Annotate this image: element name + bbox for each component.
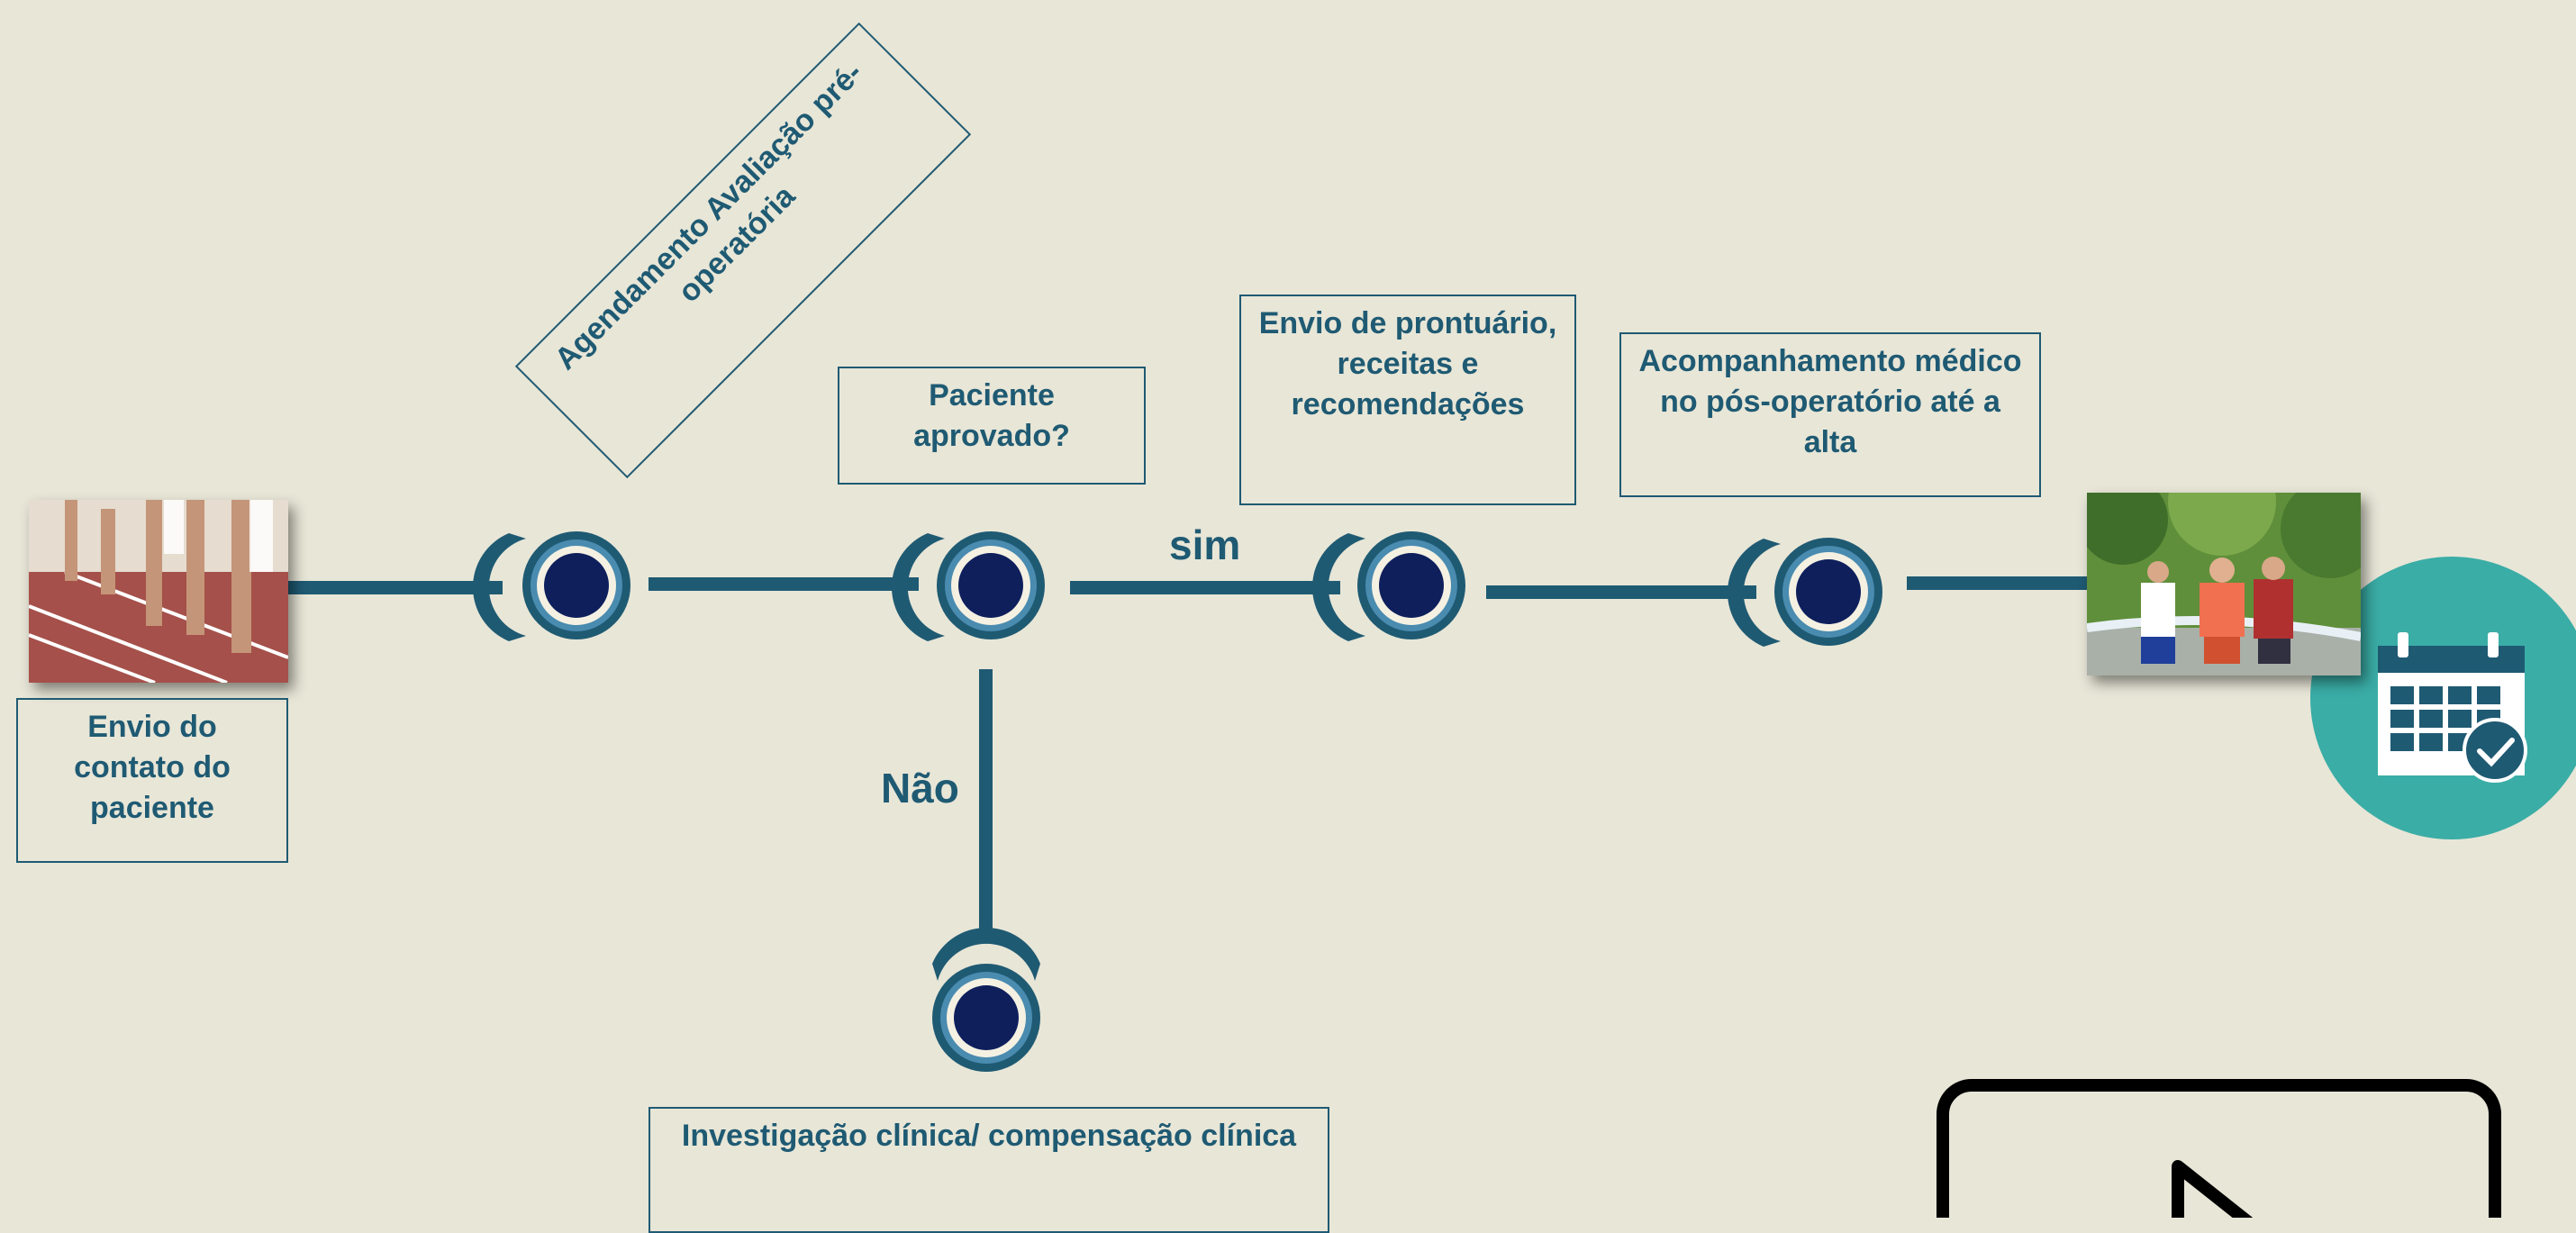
timeline-node-2 xyxy=(892,531,1045,641)
connector-4-end xyxy=(1907,576,2087,590)
play-icon[interactable] xyxy=(1937,1079,2501,1218)
node-label-envio-prontuario: Envio de prontuário, receitas e recomend… xyxy=(1239,295,1576,505)
node-label-investigacao: Investigação clínica/ compensação clínic… xyxy=(649,1107,1329,1233)
connector-yes xyxy=(1070,581,1340,594)
node-label-acompanhamento: Acompanhamento médico no pós-operatório … xyxy=(1619,332,2041,497)
calendar-badge xyxy=(2310,557,2576,839)
start-photo-runners xyxy=(29,500,288,683)
calendar-check-icon xyxy=(2378,632,2527,783)
connector-1-2 xyxy=(649,577,919,591)
connector-start xyxy=(286,581,503,594)
branch-label-no: Não xyxy=(881,765,959,811)
connectors xyxy=(286,576,2087,939)
node-label-envio-contato: Envio do contato do paciente xyxy=(16,698,288,863)
timeline-node-5 xyxy=(932,928,1040,1072)
connector-3-4 xyxy=(1486,585,1756,599)
branch-label-yes: sim xyxy=(1169,521,1241,568)
timeline-node-4 xyxy=(1728,538,1882,647)
node-label-paciente-aprovado: Paciente aprovado? xyxy=(838,367,1146,485)
finish-photo-runners xyxy=(2087,493,2361,675)
timeline-node-3 xyxy=(1312,531,1465,641)
timeline-node-1 xyxy=(473,531,630,641)
connector-no xyxy=(979,669,993,939)
